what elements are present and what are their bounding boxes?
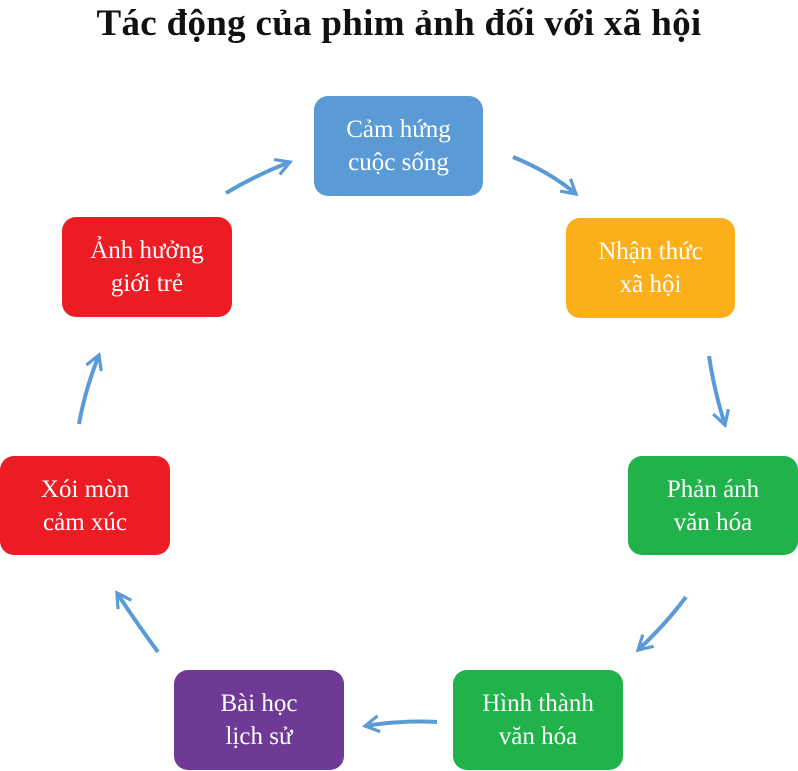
arrow-nhan-thuc-to-phan-anh [707, 355, 730, 429]
node-label-line1: Ảnh hưởng [90, 237, 204, 264]
node-xoi-mon-cam-xuc: Xói mòn cảm xúc [0, 456, 170, 555]
node-label-line2: cảm xúc [43, 508, 127, 536]
node-nhan-thuc-xa-hoi: Nhận thức xã hội [566, 218, 735, 318]
node-label-line2: văn hóa [498, 723, 578, 750]
node-label-line1: Nhận thức [598, 238, 703, 265]
node-label-line2: cuộc sống [348, 149, 449, 176]
node-label-line2: giới trẻ [110, 270, 184, 297]
diagram-title: Tác động của phim ảnh đối với xã hội [96, 3, 702, 44]
node-cam-hung-cuoc-song: Cảm hứng cuộc sống [314, 96, 483, 196]
node-label-line1: Bài học [220, 690, 298, 717]
arrow-bai-hoc-to-xoi-mon [115, 590, 160, 654]
node-label-line2: lịch sử [225, 723, 293, 750]
node-label-line1: Phản ánh [666, 475, 760, 503]
node-hinh-thanh-van-hoa: Hình thành văn hóa [453, 670, 623, 770]
node-label-line1: Hình thành [482, 690, 594, 717]
node-label-line1: Cảm hứng [346, 116, 451, 143]
arrow-xoi-mon-to-anh-huong [77, 352, 103, 425]
node-anh-huong-gioi-tre: Ảnh hưởng giới trẻ [62, 217, 232, 317]
node-phan-anh-van-hoa: Phản ánh văn hóa [628, 456, 798, 555]
node-label-line1: Xói mòn [40, 475, 130, 503]
arrow-phan-anh-to-hinh-thanh [635, 595, 688, 653]
arrow-anh-huong-to-cam-hung [224, 157, 294, 195]
arrow-hinh-thanh-to-bai-hoc [361, 714, 438, 734]
node-bai-hoc-lich-su: Bài học lịch sử [174, 670, 344, 770]
node-label-line2: xã hội [619, 271, 682, 298]
arrow-cam-hung-to-nhan-thuc [512, 155, 579, 197]
node-label-line2: văn hóa [673, 508, 753, 536]
